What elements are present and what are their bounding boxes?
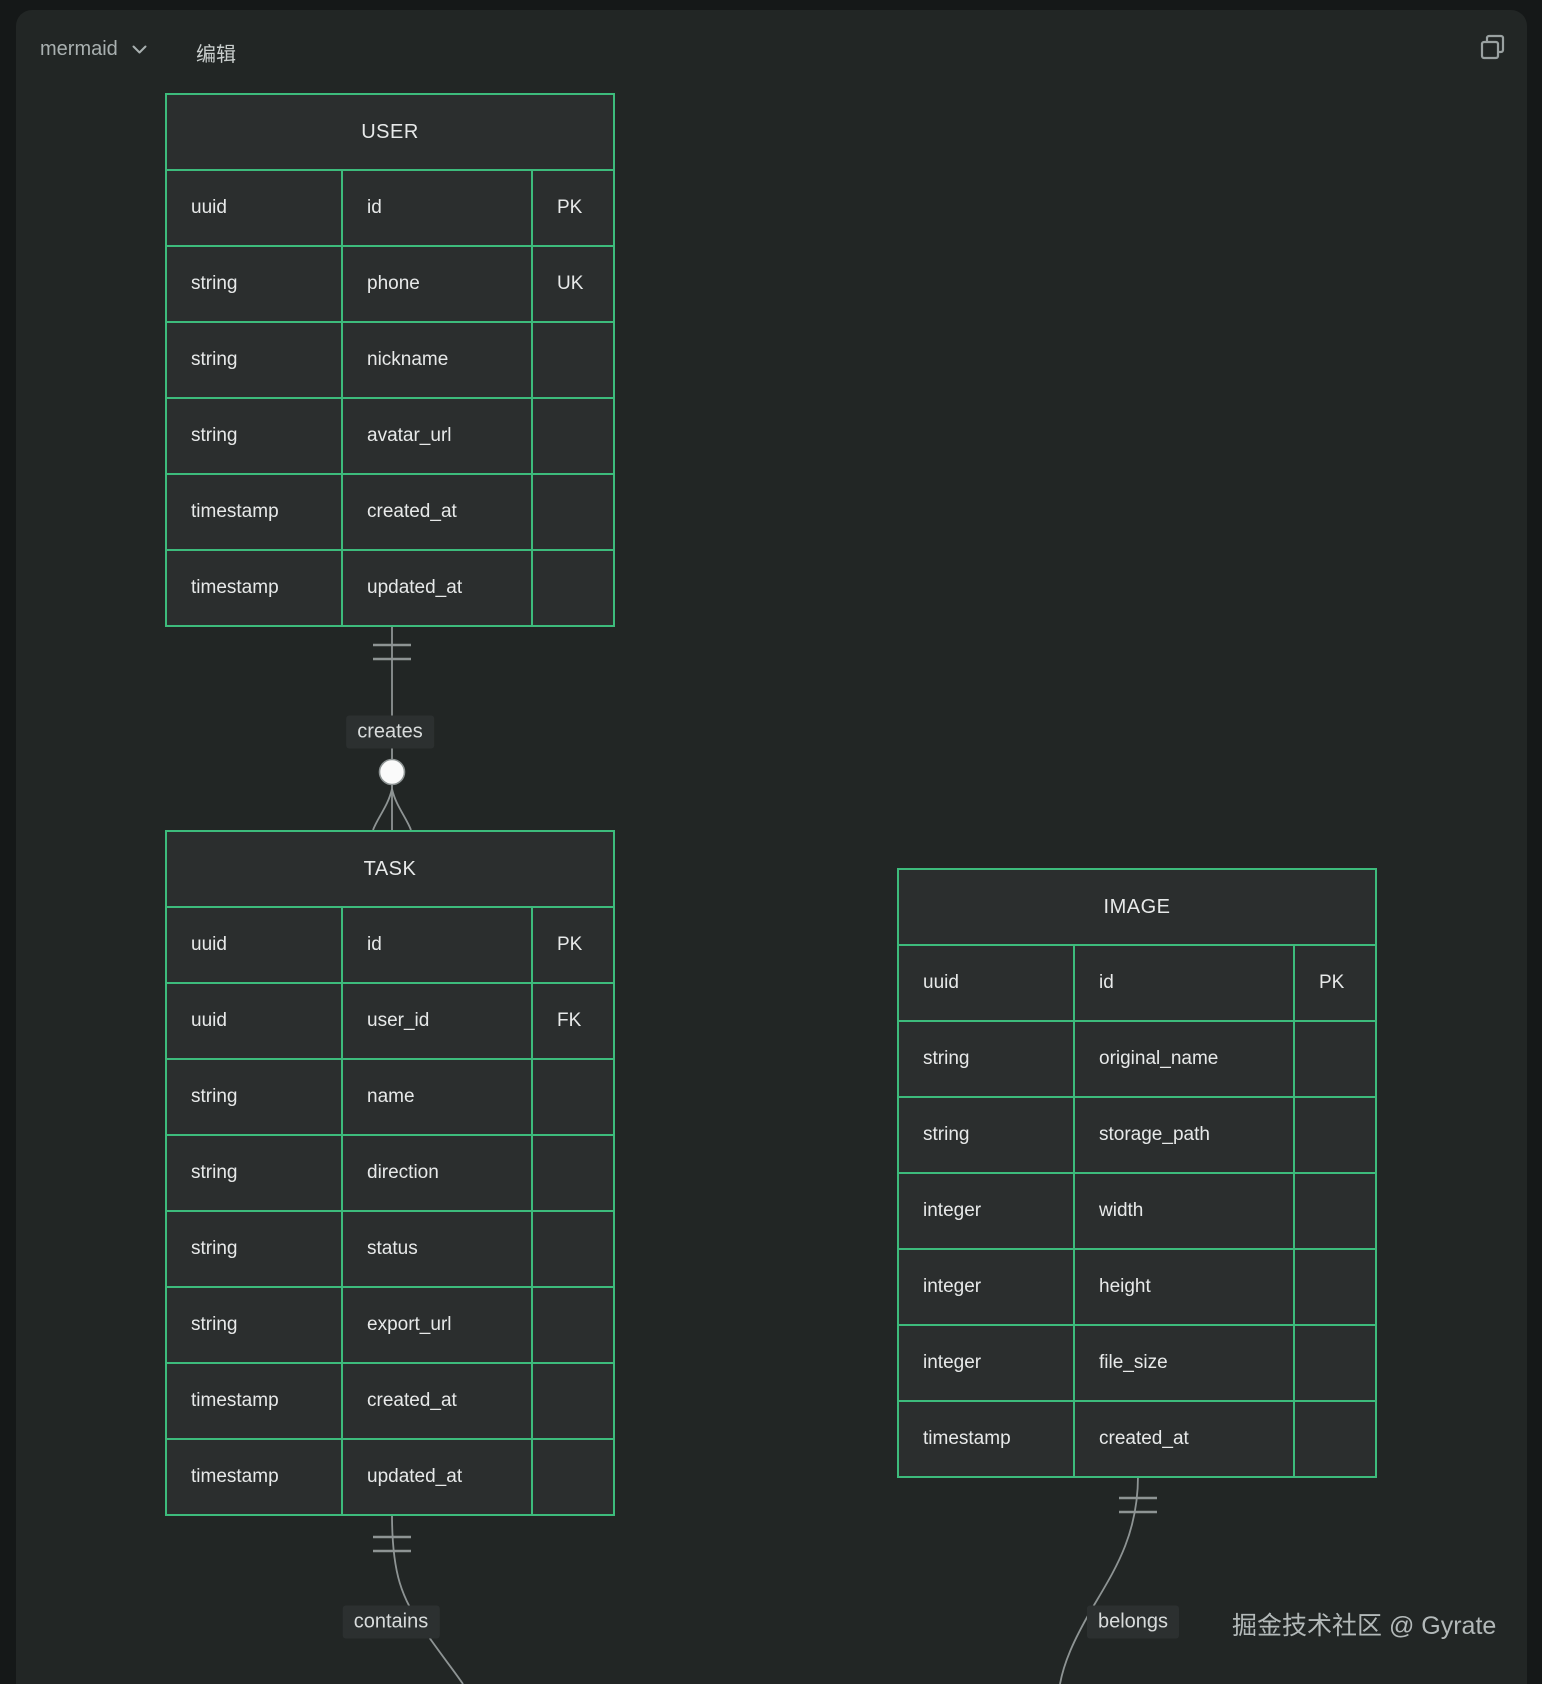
entity-title-image: IMAGE [899,870,1375,944]
copy-icon [1480,34,1505,60]
attribute-key-cell: FK [533,984,613,1058]
attribute-name-cell: export_url [343,1288,531,1362]
attribute-type-cell: string [167,1212,341,1286]
attribute-name-cell: id [343,908,531,982]
attribute-name-cell: file_size [1075,1326,1293,1400]
relationship-belongs-line [1059,1475,1157,1684]
attribute-key-cell [533,323,613,397]
attribute-key-cell [533,1212,613,1286]
attribute-key-cell [533,1288,613,1362]
relationship-label-contains: contains [342,1605,440,1639]
attribute-name-cell: updated_at [343,1440,531,1514]
attribute-key-cell [1295,1326,1375,1400]
attribute-key-cell: PK [533,908,613,982]
edit-button[interactable]: 编辑 [196,44,236,66]
attribute-key-cell [533,475,613,549]
relationship-contains-line [373,1513,464,1684]
attribute-type-cell: timestamp [899,1402,1073,1476]
attribute-name-cell: user_id [343,984,531,1058]
attribute-name-cell: created_at [343,475,531,549]
attribute-type-cell: string [167,1288,341,1362]
attribute-key-cell [533,399,613,473]
attribute-key-cell: PK [1295,946,1375,1020]
copy-button[interactable] [1478,32,1508,62]
attribute-type-cell: uuid [899,946,1073,1020]
attribute-name-cell: id [1075,946,1293,1020]
attribute-key-cell: UK [533,247,613,321]
attribute-type-cell: string [167,247,341,321]
attribute-type-cell: integer [899,1250,1073,1324]
attribute-key-cell [1295,1022,1375,1096]
attribute-type-cell: timestamp [167,551,341,625]
attribute-type-cell: string [899,1098,1073,1172]
attribute-name-cell: nickname [343,323,531,397]
chevron-down-icon [132,38,147,61]
attribute-name-cell: avatar_url [343,399,531,473]
attribute-type-cell: string [167,1060,341,1134]
attribute-name-cell: original_name [1075,1022,1293,1096]
attribute-name-cell: storage_path [1075,1098,1293,1172]
attribute-type-cell: uuid [167,908,341,982]
attribute-type-cell: timestamp [167,1364,341,1438]
attribute-name-cell: name [343,1060,531,1134]
attribute-key-cell [1295,1250,1375,1324]
relationship-label-creates: creates [346,715,434,749]
attribute-name-cell: direction [343,1136,531,1210]
relationship-label-belongs: belongs [1086,1605,1180,1639]
language-selector[interactable]: mermaid [40,38,147,61]
entity-title-task: TASK [167,832,613,906]
language-label: mermaid [40,38,118,60]
attribute-key-cell [533,1060,613,1134]
attribute-key-cell [533,551,613,625]
zero-or-many-circle-marker [378,758,406,786]
attribute-type-cell: uuid [167,984,341,1058]
attribute-name-cell: updated_at [343,551,531,625]
attribute-key-cell [1295,1402,1375,1476]
attribute-name-cell: status [343,1212,531,1286]
attribute-type-cell: string [167,1136,341,1210]
attribute-name-cell: height [1075,1250,1293,1324]
watermark-text: 掘金技术社区 @ Gyrate [1232,1612,1497,1640]
attribute-type-cell: integer [899,1326,1073,1400]
attribute-type-cell: integer [899,1174,1073,1248]
attribute-name-cell: width [1075,1174,1293,1248]
attribute-type-cell: string [899,1022,1073,1096]
attribute-type-cell: timestamp [167,1440,341,1514]
attribute-key-cell [533,1440,613,1514]
crow-foot-marker [372,788,412,831]
attribute-key-cell [1295,1098,1375,1172]
attribute-name-cell: created_at [343,1364,531,1438]
attribute-name-cell: phone [343,247,531,321]
attribute-type-cell: uuid [167,171,341,245]
attribute-type-cell: string [167,399,341,473]
attribute-key-cell [533,1364,613,1438]
attribute-key-cell [1295,1174,1375,1248]
attribute-key-cell: PK [533,171,613,245]
attribute-type-cell: string [167,323,341,397]
attribute-name-cell: created_at [1075,1402,1293,1476]
attribute-type-cell: timestamp [167,475,341,549]
entity-title-user: USER [167,95,613,169]
attribute-name-cell: id [343,171,531,245]
code-block-toolbar: mermaid 编辑 [16,10,1527,90]
attribute-key-cell [533,1136,613,1210]
